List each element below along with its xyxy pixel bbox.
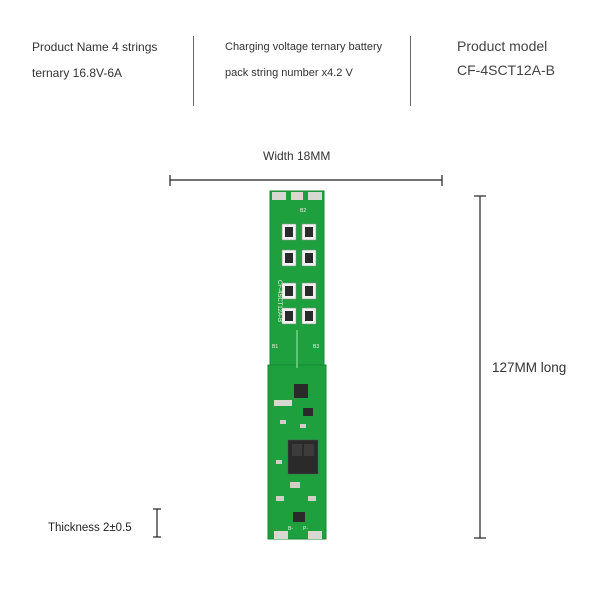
pad-label-b2: B2: [300, 208, 306, 214]
small-ic: [303, 408, 313, 416]
width-dimension-line: [169, 175, 443, 186]
thickness-dimension-line: [153, 508, 161, 538]
pad-label-p-minus: P-: [303, 526, 308, 532]
width-label: Width 18MM: [263, 149, 331, 163]
pcb-silkscreen-model: CF-4SCT12A-B: [276, 280, 282, 322]
upper-mosfet-group-1: [281, 223, 317, 267]
length-label: 127MM long: [492, 360, 567, 375]
spec-charging-voltage: Charging voltage ternary battery pack st…: [225, 34, 405, 86]
length-dimension-line: [474, 195, 486, 539]
spec-product-name: Product Name 4 strings ternary 16.8V-6A: [32, 34, 192, 86]
pad-label-b3: B3: [313, 344, 319, 350]
connector-strip: [274, 400, 292, 406]
spec-divider-1: [193, 36, 194, 106]
pad-label-b1: B1: [272, 344, 278, 350]
spec-product-name-line1: Product Name 4 strings: [32, 40, 158, 54]
resistor-1: [280, 420, 286, 424]
top-pad-middle: [291, 192, 303, 200]
power-mosfet-die-2: [304, 444, 314, 456]
resistor-2: [300, 424, 306, 428]
capacitor-1: [290, 482, 300, 488]
capacitor-3: [308, 496, 316, 501]
resistor-3: [276, 460, 282, 464]
upper-mosfet-group-2: [281, 282, 317, 325]
spec-product-model: Product model CF-4SCT12A-B: [457, 34, 597, 82]
spec-model-line1: Product model: [457, 38, 548, 54]
bottom-pad-right: [308, 531, 322, 539]
spec-charging-line1: Charging voltage ternary battery: [225, 41, 383, 53]
pad-label-b-minus: B-: [288, 526, 293, 532]
bottom-component: [293, 512, 305, 522]
spec-product-name-line2: ternary 16.8V-6A: [32, 66, 123, 80]
spec-divider-2: [410, 36, 411, 106]
top-pad-left: [272, 192, 286, 200]
bottom-pad-left: [274, 531, 288, 539]
thickness-label: Thickness 2±0.5: [48, 522, 132, 534]
capacitor-2: [276, 496, 284, 501]
control-ic: [294, 384, 308, 398]
power-mosfet-die-1: [292, 444, 302, 456]
spec-model-line2: CF-4SCT12A-B: [457, 62, 556, 78]
top-pad-right: [308, 192, 322, 200]
pcb-board: CF-4SCT12A-B B2 B1 B3 B- P-: [267, 190, 327, 540]
spec-charging-line2: pack string number x4.2 V: [225, 67, 353, 79]
